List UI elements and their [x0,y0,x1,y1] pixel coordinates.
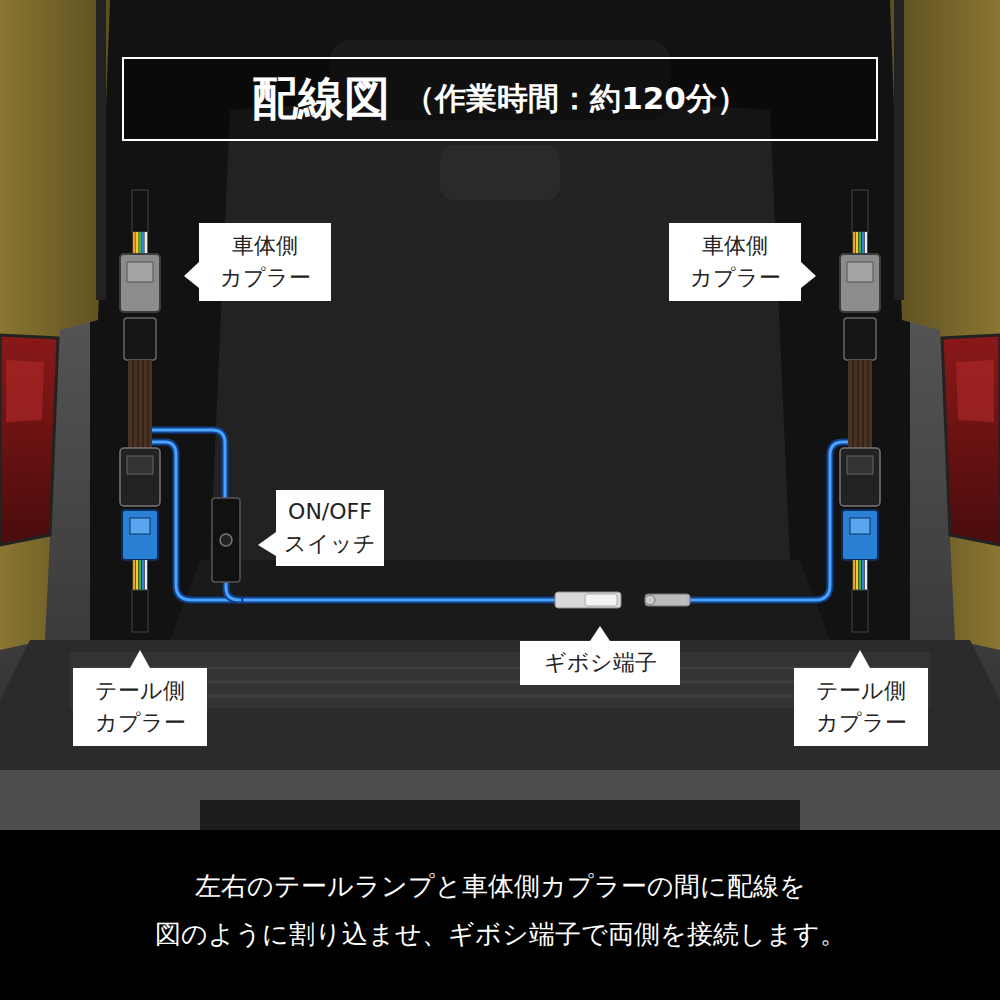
harness-right [840,190,880,632]
bumper-slot [200,800,800,830]
callout-box: ON/OFF スイッチ [276,490,384,566]
harness-left [120,190,160,632]
title-row: 配線図 （作業時間：約120分） [123,58,877,140]
wire [690,442,848,600]
coupler-latch [127,262,153,282]
body-left [0,0,110,650]
hatch-strut-right [894,0,904,300]
caption-band [0,830,1000,1000]
color-wire [142,232,145,254]
caption-area: 左右のテールランプと車体側カプラーの間に配線を 図のように割り込ませ、ギボシ端子… [0,862,1000,958]
callout-pointer [590,626,610,641]
wire [152,442,556,600]
coupler-latch [847,262,873,282]
wire-lines [853,360,868,450]
backdrop [0,0,1000,830]
color-wire [139,560,142,590]
cable [132,590,148,632]
gibosi-tip [645,595,655,605]
color-wire [145,560,148,590]
color-wire [865,232,868,254]
color-wire [862,232,865,254]
vehicle-coupler [840,254,880,312]
color-wire [856,232,859,254]
tail-lamp-left [0,335,58,545]
callout-box: 車体側 カプラー [199,223,331,301]
callout-box: テール側 カプラー [73,668,207,746]
gibosi-sleeve [585,594,617,606]
coupler-latch [130,518,150,534]
cable [132,190,148,232]
bumper-lower [0,770,1000,830]
harness-coupler [120,448,160,506]
body-right [890,0,1000,650]
tail-lamp-highlight [956,360,994,422]
callout-box: テール側 カプラー [794,668,928,746]
callout-text: ON/OFF スイッチ [284,496,376,560]
callout-text: テール側 カプラー [81,675,199,739]
coupler-latch [127,456,153,474]
cargo-interior [90,0,910,650]
hatch-strut-left [96,0,106,300]
callout-box: 車体側 カプラー [669,223,801,301]
callout-pointer [184,262,199,288]
color-wire [853,232,856,254]
callout-pointer [801,262,816,288]
callout-text: 車体側 カプラー [207,230,323,294]
harness-wiring [152,430,848,600]
color-wire [865,560,868,590]
color-wire [133,560,136,590]
brown-wires [128,360,152,450]
callout-text: ギボシ端子 [544,647,657,679]
color-wire [139,232,142,254]
harness-coupler [124,318,156,360]
wire [226,580,240,600]
headrest [440,145,560,200]
callout-pointer [850,650,870,668]
wire-outline [690,442,848,600]
color-wire [853,560,856,590]
callout-pointer [258,532,276,556]
color-wire [862,560,865,590]
callout-box: ギボシ端子 [520,641,680,685]
gibosi-female [555,592,621,608]
tail-lamp-right [942,335,1000,545]
tail-lamp-highlight [6,360,44,422]
coupler-latch [850,518,870,534]
wire-outline [226,580,240,600]
cable [852,190,868,232]
color-wire [859,232,862,254]
wire-lines [133,360,148,450]
switch-button [220,534,232,546]
rear-bumper [0,640,1000,830]
callout-pointer [130,650,150,668]
callout-text: テール側 カプラー [802,675,920,739]
harness-coupler [844,318,876,360]
coupler-latch [847,456,873,474]
cable [852,590,868,632]
wire-outline [152,442,556,600]
color-wire [142,560,145,590]
caption-text: 左右のテールランプと車体側カプラーの間に配線を 図のように割り込ませ、ギボシ端子… [140,862,860,958]
brown-wires [848,360,872,450]
color-wire [145,232,148,254]
title-frame [123,58,877,140]
gibosi-male [645,594,690,606]
vehicle-coupler [120,254,160,312]
work-time-note: （作業時間：約120分） [404,78,748,120]
callout-text: 車体側 カプラー [677,230,793,294]
color-wire [859,560,862,590]
switch-body [212,498,240,582]
diagram-title: 配線図 [252,68,390,130]
color-wire [136,232,139,254]
color-wires [134,232,146,254]
tail-coupler [842,510,878,560]
tail-coupler [122,510,158,560]
color-wire [856,560,859,590]
color-wire [136,560,139,590]
harness-coupler [840,448,880,506]
